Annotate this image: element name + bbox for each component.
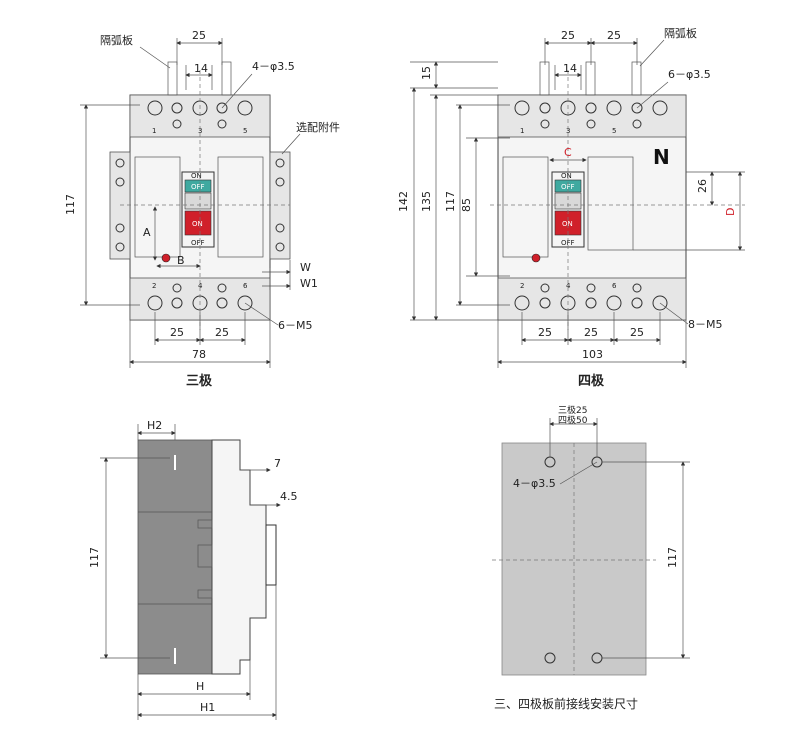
hole-spec: 4－φ3.5	[252, 60, 295, 73]
dim-25-bottom-a: 25	[538, 326, 552, 339]
terminal-mount-screw	[217, 283, 227, 293]
dim-h2: H2	[147, 419, 162, 432]
dim-15: 15	[420, 66, 433, 80]
terminal-label-2: 2	[520, 282, 524, 290]
terminal-screw	[147, 295, 163, 311]
side-view: H2 117 7 4.5 H H1	[88, 419, 298, 720]
mount-hole	[544, 652, 556, 664]
arc-plate-right	[221, 61, 232, 96]
three-pole-left-accessory	[109, 151, 131, 260]
terminal-label-4: 4	[198, 282, 203, 290]
dim-103: 103	[582, 348, 603, 361]
dim-26: 26	[696, 179, 709, 193]
switch-off-label: OFF	[191, 183, 205, 191]
dim-label-w: W	[300, 261, 311, 274]
side-body-light	[211, 439, 267, 675]
dim-25-bottom-b: 25	[215, 326, 229, 339]
terminal-label-2: 2	[152, 282, 156, 290]
dim-117: 117	[88, 547, 101, 568]
terminal-hole	[171, 297, 183, 309]
terminal-label-4: 4	[566, 282, 571, 290]
terminal-hole	[171, 102, 183, 114]
dim-label-b: B	[177, 254, 185, 267]
dim-142: 142	[397, 191, 410, 212]
spacing-four-pole: 四极50	[558, 414, 588, 426]
switch-off-label: OFF	[561, 183, 575, 191]
screw-spec: 6－M5	[278, 319, 313, 332]
dim-117: 117	[444, 191, 457, 212]
terminal-hole	[216, 102, 228, 114]
three-pole-right-accessory	[269, 151, 291, 260]
dim-4-5: 4.5	[280, 490, 298, 503]
switch-on-red-label: ON	[192, 220, 203, 228]
terminal-label-1: 1	[520, 127, 524, 135]
mounting-caption: 三、四极板前接线安装尺寸	[494, 696, 638, 711]
four-pole-test-button	[531, 253, 541, 263]
dim-label-w1: W1	[300, 277, 318, 290]
dim-117: 117	[64, 194, 77, 215]
terminal-label-3: 3	[566, 127, 570, 135]
three-pole-caption: 三极	[186, 373, 213, 389]
switch-off-bottom-label: OFF	[561, 239, 575, 247]
four-pole-top-terminal-block	[497, 94, 687, 138]
mounting-plate-view: 三极25 四极50 4－φ3.5 117 三、四极板前接线安装尺寸	[492, 404, 690, 711]
dim-14: 14	[563, 62, 577, 75]
dim-label-a: A	[143, 226, 151, 239]
switch-on-label: ON	[561, 172, 572, 180]
four-pole-front-view: 1 3 5 2 4 6 ON OFF ON	[397, 26, 745, 389]
terminal-label-6: 6	[612, 282, 617, 290]
dim-14: 14	[194, 62, 208, 75]
dim-78: 78	[192, 348, 206, 361]
arc-plate-left	[167, 61, 178, 96]
dim-7: 7	[274, 457, 281, 470]
label-optional-accessory: 选配附件	[296, 120, 340, 134]
terminal-label-3: 3	[198, 127, 202, 135]
dim-label-c: C	[564, 146, 572, 159]
terminal-mount-screw	[217, 119, 227, 129]
terminal-screw	[147, 100, 163, 116]
terminal-label-6: 6	[243, 282, 248, 290]
dim-85: 85	[460, 198, 473, 212]
dim-25-top-a: 25	[561, 29, 575, 42]
label-arc-plate: 隔弧板	[100, 33, 133, 47]
terminal-mount-screw	[172, 283, 182, 293]
three-pole-bottom-terminal-block	[129, 277, 271, 321]
side-body-dark	[137, 439, 213, 675]
terminal-label-1: 1	[152, 127, 156, 135]
dim-25-bottom-b: 25	[584, 326, 598, 339]
terminal-label-5: 5	[243, 127, 247, 135]
dim-117: 117	[666, 547, 679, 568]
dim-25-top: 25	[192, 29, 206, 42]
terminal-screw	[237, 100, 253, 116]
terminal-screw	[237, 295, 253, 311]
side-handle	[265, 524, 277, 586]
terminal-hole	[216, 297, 228, 309]
dim-h1: H1	[200, 701, 215, 714]
label-arc-plate: 隔弧板	[664, 26, 697, 40]
dim-label-d: D	[724, 208, 737, 216]
dim-135: 135	[420, 191, 433, 212]
dim-25-bottom-a: 25	[170, 326, 184, 339]
three-pole-front-view: 1 3 5 2 4 6	[64, 29, 340, 389]
dim-25-bottom-c: 25	[630, 326, 644, 339]
mount-hole-spec: 4－φ3.5	[513, 477, 556, 490]
dim-h: H	[196, 680, 204, 693]
screw-spec: 8－M5	[688, 318, 723, 331]
three-pole-left-cover	[134, 156, 181, 258]
spacing-three-pole: 三极25	[558, 404, 587, 416]
terminal-mount-screw	[172, 119, 182, 129]
three-pole-right-cover	[217, 156, 264, 258]
four-pole-caption: 四极	[578, 373, 605, 389]
switch-off-bottom-label: OFF	[191, 239, 205, 247]
switch-on-label: ON	[191, 172, 202, 180]
terminal-label-5: 5	[612, 127, 616, 135]
three-pole-test-button	[161, 253, 171, 263]
hole-spec: 6－φ3.5	[668, 68, 711, 81]
three-pole-switch-handle: ON OFF ON OFF	[181, 171, 215, 248]
three-pole-bottom-terminals: 2 4 6	[147, 282, 253, 311]
dim-25-top-b: 25	[607, 29, 621, 42]
neutral-pole-label: N	[653, 145, 670, 169]
switch-on-red-label: ON	[562, 220, 573, 228]
